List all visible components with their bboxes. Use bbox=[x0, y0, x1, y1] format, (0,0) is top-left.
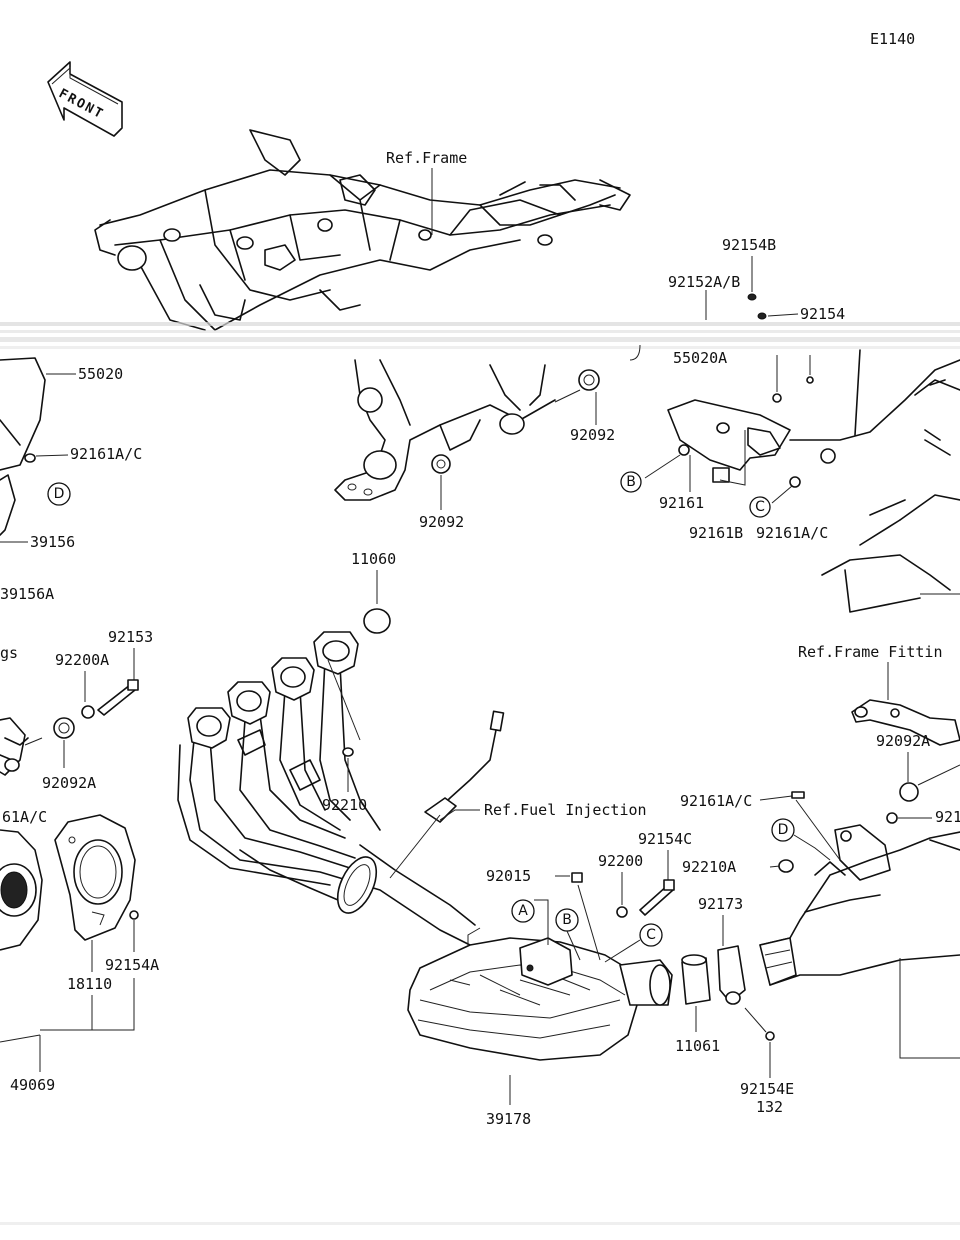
part-92161: 92161 bbox=[659, 494, 704, 512]
callout-D: D bbox=[778, 822, 789, 838]
part-92161AC-right: 92161A/C bbox=[756, 524, 828, 542]
part-55020: 55020 bbox=[78, 365, 123, 383]
callout-A: A bbox=[518, 903, 528, 919]
part-92210A: 92210A bbox=[682, 858, 736, 876]
header-flanges bbox=[187, 631, 359, 749]
engine-bracket-left bbox=[0, 717, 43, 776]
part-61AC: 61A/C bbox=[2, 808, 47, 826]
part-92154C: 92154C bbox=[638, 830, 692, 848]
o2-sensor bbox=[424, 710, 505, 823]
ref-frame-label: Ref.Frame bbox=[386, 149, 467, 167]
damper-92092-lower bbox=[431, 454, 451, 510]
part-92153: 92153 bbox=[108, 628, 153, 646]
frame-lower-drawing bbox=[334, 359, 556, 501]
ref-engine-fittings-partial: gs bbox=[0, 644, 18, 662]
part-921-partial: 921 bbox=[935, 808, 960, 826]
part-92152AB: 92152A/B bbox=[668, 273, 740, 291]
scan-noise-band bbox=[0, 322, 960, 1225]
frame-fitting-bracket bbox=[851, 699, 960, 746]
part-92200: 92200 bbox=[598, 852, 643, 870]
part-18110: 18110 bbox=[67, 975, 112, 993]
part-92161AC-lower: 92161A/C bbox=[680, 792, 752, 810]
part-39156A: 39156A bbox=[0, 585, 54, 603]
part-92161B: 92161B bbox=[689, 524, 743, 542]
part-92173: 92173 bbox=[698, 895, 743, 913]
part-11061: 11061 bbox=[675, 1037, 720, 1055]
part-55020A: 55020A bbox=[673, 349, 727, 367]
muffler-39178 bbox=[407, 927, 673, 1061]
part-92015: 92015 bbox=[486, 867, 531, 885]
ref-frame-fittings-label: Ref.Frame Fittin bbox=[798, 643, 943, 661]
part-39156: 39156 bbox=[30, 533, 75, 551]
part-49069: 49069 bbox=[10, 1076, 55, 1094]
silencer-right bbox=[759, 824, 960, 986]
header-pipes bbox=[177, 659, 476, 946]
part-92154: 92154 bbox=[800, 305, 845, 323]
part-132: 132 bbox=[756, 1098, 783, 1116]
ref-fuel-injection-label: Ref.Fuel Injection bbox=[484, 801, 647, 819]
callout-C: C bbox=[646, 927, 656, 943]
part-92092-b: 92092 bbox=[419, 513, 464, 531]
part-92092A-right: 92092A bbox=[876, 732, 930, 750]
silencer-cap-left bbox=[0, 829, 43, 951]
frame-drawing bbox=[94, 129, 631, 331]
part-92154B: 92154B bbox=[722, 236, 776, 254]
part-92200A: 92200A bbox=[55, 651, 109, 669]
part-39178: 39178 bbox=[486, 1110, 531, 1128]
cover-55020-left bbox=[0, 357, 46, 536]
clamp-92173 bbox=[717, 945, 746, 1005]
damper-92092-upper bbox=[578, 369, 600, 425]
heat-guard-18110 bbox=[54, 814, 136, 941]
front-direction-arrow: FRONT bbox=[47, 61, 123, 137]
part-92092A-left: 92092A bbox=[42, 774, 96, 792]
callout-C-upper: C bbox=[755, 499, 765, 515]
tail-cover-right bbox=[789, 349, 960, 613]
sleeve-11061 bbox=[681, 954, 711, 1005]
part-11060: 11060 bbox=[351, 550, 396, 568]
part-92210: 92210 bbox=[322, 796, 367, 814]
cover-55020A bbox=[667, 399, 791, 486]
callout-B: B bbox=[562, 912, 572, 928]
part-92092-a: 92092 bbox=[570, 426, 615, 444]
callout-D-left: D bbox=[54, 486, 65, 502]
part-92161AC-left: 92161A/C bbox=[70, 445, 142, 463]
callout-B-upper: B bbox=[626, 474, 636, 490]
part-92154A: 92154A bbox=[105, 956, 159, 974]
diagram-code: E1140 bbox=[870, 30, 915, 48]
part-92154E: 92154E bbox=[740, 1080, 794, 1098]
